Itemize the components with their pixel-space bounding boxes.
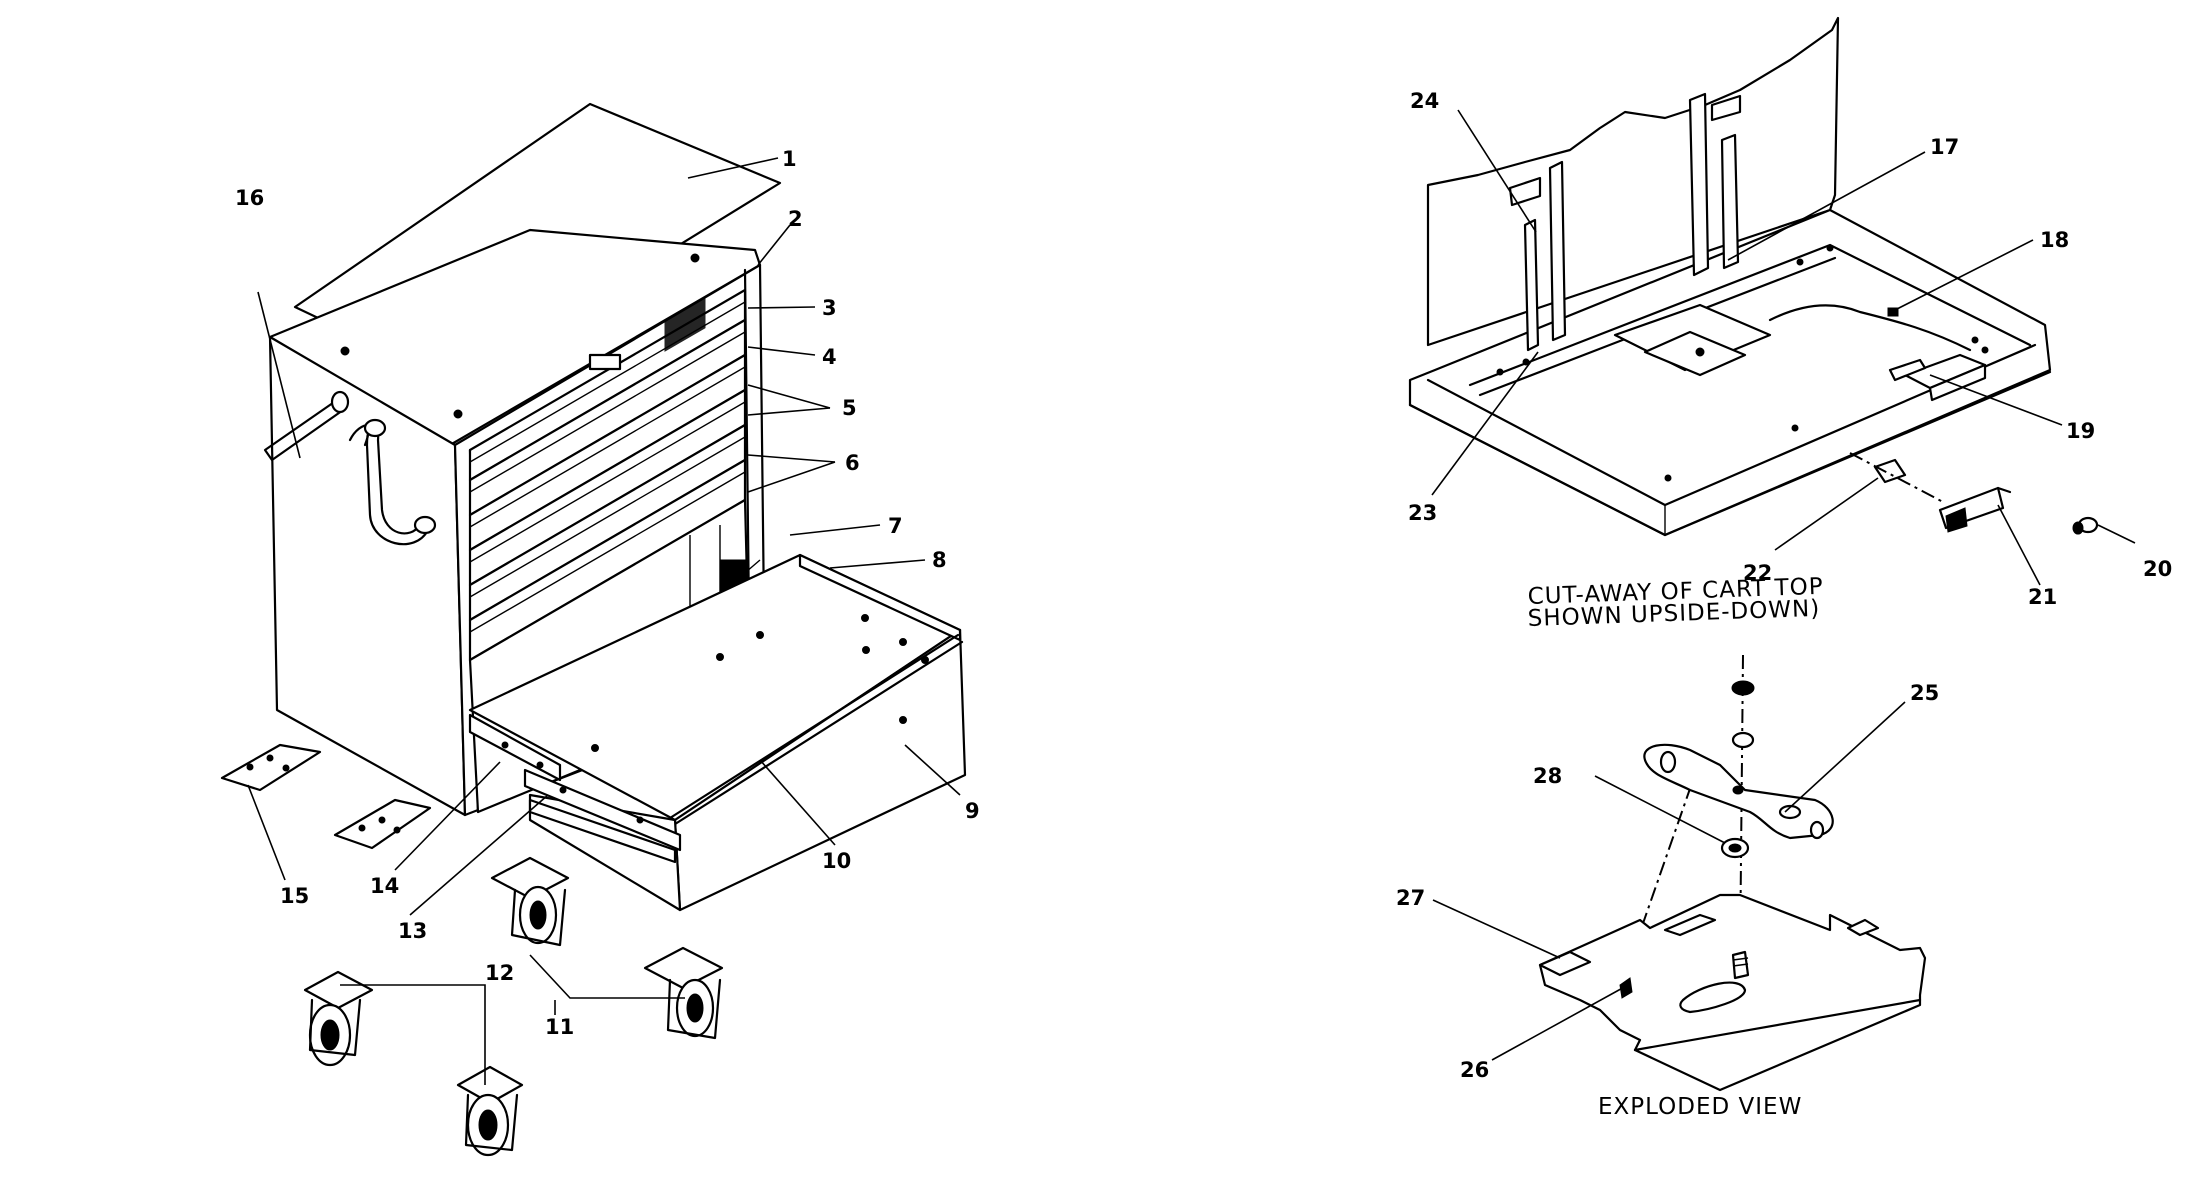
label-14: 14 bbox=[370, 874, 399, 898]
label-12: 12 bbox=[485, 961, 514, 985]
exploded-caption: EXPLODED VIEW bbox=[1598, 1094, 1802, 1120]
label-9: 9 bbox=[965, 799, 980, 823]
cutaway-leader-lines bbox=[1431, 109, 2136, 586]
drawer-slides bbox=[468, 713, 682, 864]
base-brackets bbox=[220, 743, 432, 850]
base-plate bbox=[1538, 893, 1927, 1092]
washer-top bbox=[1731, 731, 1755, 749]
label-8: 8 bbox=[932, 548, 947, 572]
label-4: 4 bbox=[822, 345, 837, 369]
cart-leader-lines bbox=[247, 157, 961, 1085]
label-2: 2 bbox=[788, 207, 803, 231]
label-24: 24 bbox=[1410, 89, 1439, 113]
rigid-caster-a bbox=[303, 970, 374, 1067]
label-19: 19 bbox=[2066, 419, 2095, 443]
label-11: 11 bbox=[545, 1015, 574, 1039]
cutaway-cart-top: 24 17 18 19 20 21 22 23 CUT-AWAY OF CART… bbox=[1408, 16, 2172, 632]
label-1: 1 bbox=[782, 147, 797, 171]
label-22: 22 bbox=[1743, 561, 1772, 585]
exploded-view: 25 28 27 26 EXPLODED VIEW bbox=[1396, 654, 1939, 1120]
side-handle bbox=[263, 390, 437, 546]
label-25: 25 bbox=[1910, 681, 1939, 705]
tool-cart-assembly: 1 2 3 4 5 6 7 8 9 10 11 12 13 14 15 16 bbox=[220, 102, 980, 1157]
label-20: 20 bbox=[2143, 557, 2172, 581]
label-23: 23 bbox=[1408, 501, 1437, 525]
shallow-drawers bbox=[468, 288, 747, 662]
label-5: 5 bbox=[842, 396, 857, 420]
label-28: 28 bbox=[1533, 764, 1562, 788]
label-15: 15 bbox=[280, 884, 309, 908]
cable bbox=[1768, 304, 1972, 352]
swivel-caster-b bbox=[643, 946, 724, 1040]
slide-left bbox=[1523, 218, 1540, 352]
label-6: 6 bbox=[845, 451, 860, 475]
swivel-caster-a bbox=[490, 856, 570, 947]
label-10: 10 bbox=[822, 849, 851, 873]
nut bbox=[1731, 680, 1755, 696]
label-18: 18 bbox=[2040, 228, 2069, 252]
exploded-leader-lines bbox=[1432, 701, 1906, 1061]
label-27: 27 bbox=[1396, 886, 1425, 910]
rigid-caster-b bbox=[456, 1065, 524, 1157]
latch-parts bbox=[1849, 452, 2099, 535]
label-21: 21 bbox=[2028, 585, 2057, 609]
label-13: 13 bbox=[398, 919, 427, 943]
label-7: 7 bbox=[888, 514, 903, 538]
label-16: 16 bbox=[235, 186, 264, 210]
label-26: 26 bbox=[1460, 1058, 1489, 1082]
label-17: 17 bbox=[1930, 135, 1959, 159]
slide-right bbox=[1688, 92, 1710, 277]
deep-drawer bbox=[468, 553, 967, 912]
label-3: 3 bbox=[822, 296, 837, 320]
